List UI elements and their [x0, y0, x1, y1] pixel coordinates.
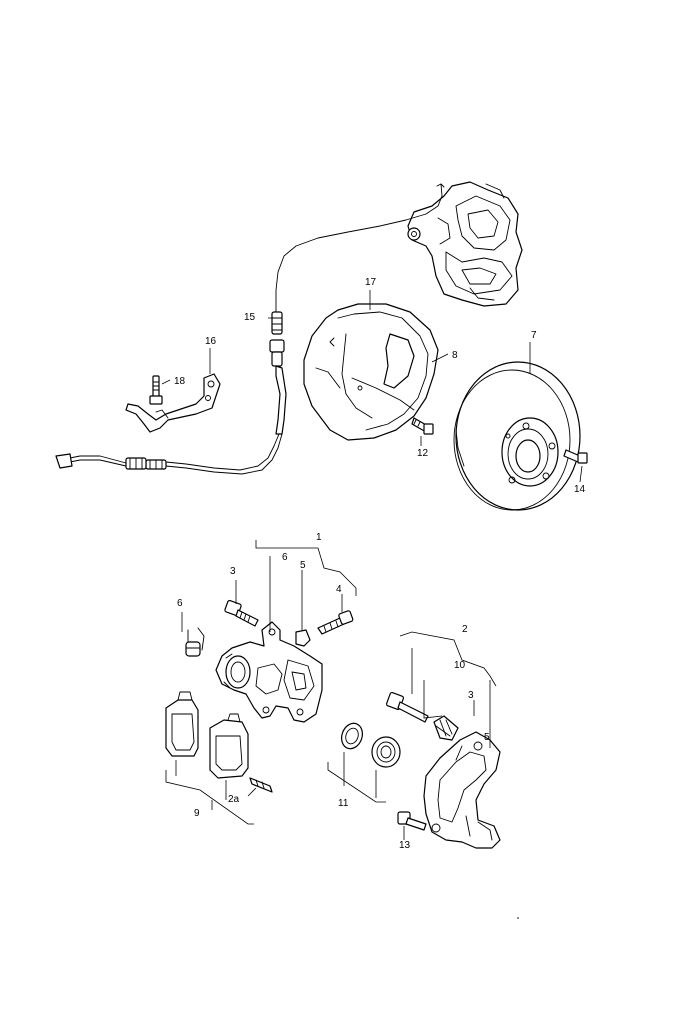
bolt-13 [397, 811, 427, 831]
callout-13: 13 [399, 840, 411, 851]
screw-12 [411, 417, 434, 435]
callout-2: 2 [462, 624, 468, 635]
brake-line [275, 183, 443, 313]
callout-3-bottom: 3 [468, 690, 474, 701]
brake-pads [165, 691, 249, 779]
callout-6-left: 6 [177, 598, 183, 609]
callout-10: 10 [454, 660, 466, 671]
bleeder-valve [185, 627, 205, 657]
callout-4: 4 [336, 584, 342, 595]
callout-15: 15 [244, 312, 256, 323]
boot-5 [295, 629, 311, 647]
leader-lines [161, 290, 583, 840]
brake-disc [453, 361, 581, 511]
hose-bracket [125, 373, 221, 433]
callout-17: 17 [365, 277, 377, 288]
screw-14 [563, 449, 588, 464]
callout-18: 18 [174, 376, 186, 387]
splash-shield [303, 303, 439, 441]
piston-seal-kit [341, 722, 401, 768]
callout-5-top: 5 [300, 560, 306, 571]
brake-hose [55, 311, 287, 475]
callout-2a: 2a [228, 794, 240, 805]
callout-8: 8 [452, 350, 458, 361]
callout-6-top: 6 [282, 552, 288, 563]
retaining-spring [249, 777, 273, 793]
callout-16: 16 [205, 336, 217, 347]
assembled-caliper [407, 181, 523, 307]
guide-sleeve [385, 691, 459, 741]
callout-12: 12 [417, 448, 429, 459]
callout-14: 14 [574, 484, 586, 495]
callout-9: 9 [194, 808, 200, 819]
callout-11: 11 [338, 798, 349, 809]
callout-1: 1 [316, 532, 322, 543]
callout-7: 7 [531, 330, 537, 341]
callout-3-top: 3 [230, 566, 236, 577]
bolt-3 [224, 599, 259, 627]
callout-5-bottom: 5 [484, 732, 490, 743]
caliper-housing [215, 621, 323, 723]
callouts: 15 16 18 17 8 7 12 14 1 6 5 3 4 6 2 10 3… [174, 277, 586, 851]
guide-pin-4 [317, 610, 354, 635]
caliper-carrier [423, 731, 501, 849]
bolt-18 [149, 375, 163, 405]
